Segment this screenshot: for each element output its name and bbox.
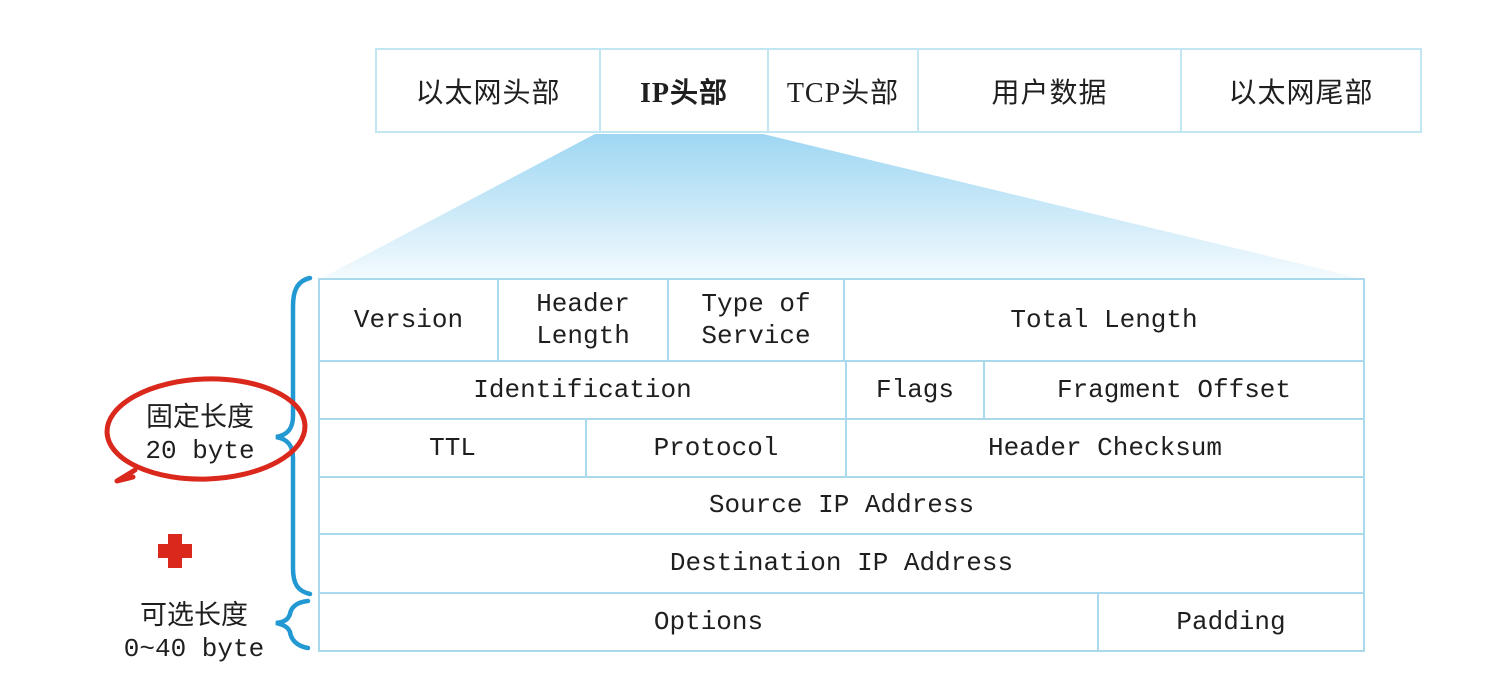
- optional-length-brace-icon: [275, 598, 311, 651]
- frame-cell-3: TCP头部: [767, 50, 917, 131]
- optional-length-line2: 0~40 byte: [123, 634, 265, 664]
- ip-field-version: Version: [353, 304, 464, 335]
- fixed-length-label: 固定长度 20 byte: [116, 400, 284, 468]
- ip-field-flags: Flags: [845, 362, 983, 418]
- frame-cell-2: IP头部: [599, 50, 767, 131]
- zoom-fan-trapezoid: [320, 134, 1363, 279]
- ip-field-destination-ip-address: Destination IP Address: [669, 548, 1014, 579]
- frame-cell-4: 用户数据: [917, 50, 1180, 131]
- frame-cell-1: 以太网头部: [415, 77, 561, 109]
- frame-cell-5: 以太网尾部: [1180, 50, 1420, 131]
- ip-field-ttl: TTL: [429, 432, 476, 463]
- red-plus-icon: [158, 534, 192, 568]
- ip-field-source-ip-address: Source IP Address: [708, 490, 975, 521]
- ip-field-header-checksum: Header Checksum: [845, 420, 1363, 476]
- optional-length-label: 可选长度 0~40 byte: [108, 598, 280, 666]
- ip-field-header-length: Header Length: [497, 280, 667, 360]
- ip-row-6: Options Padding: [320, 592, 1363, 650]
- optional-length-line1: 可选长度: [140, 600, 248, 630]
- ip-row-4: Source IP Address: [320, 476, 1363, 533]
- ip-field-type-of-service: Type of Service: [667, 280, 843, 360]
- ip-field-options: Options: [653, 606, 764, 637]
- ip-field-fragment-offset: Fragment Offset: [983, 362, 1363, 418]
- fixed-length-line2: 20 byte: [145, 436, 255, 466]
- fixed-length-line1: 固定长度: [146, 402, 254, 432]
- ip-field-protocol: Protocol: [585, 420, 845, 476]
- ip-row-5: Destination IP Address: [320, 533, 1363, 592]
- ip-field-padding: Padding: [1097, 594, 1363, 650]
- ip-field-total-length: Total Length: [843, 280, 1363, 360]
- ip-field-identification: Identification: [473, 374, 692, 405]
